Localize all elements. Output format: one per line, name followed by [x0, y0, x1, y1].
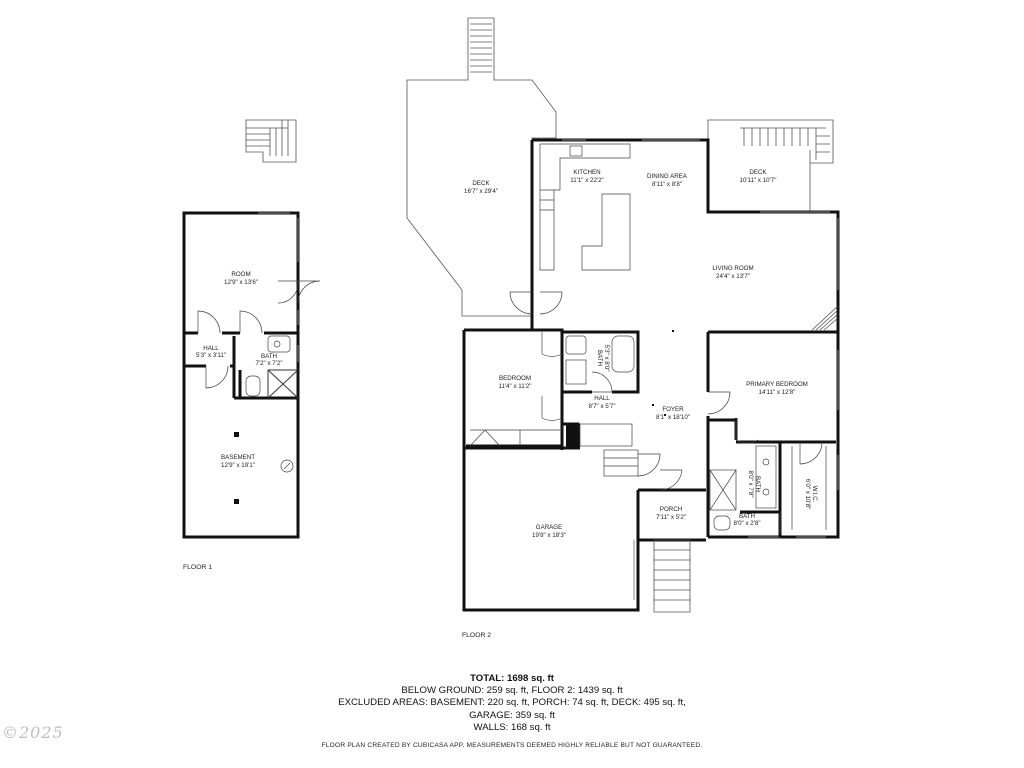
room-label-room: ROOM [231, 271, 250, 278]
room-dims-deck-small: 10'11" x 10'7" [740, 177, 777, 184]
room-label-foyer: FOYER [662, 406, 684, 413]
floor-1-label: FLOOR 1 [183, 564, 212, 571]
room-label-dining: DINING AREA [647, 173, 688, 180]
room-label-porch: PORCH [660, 506, 682, 513]
summary-line-1: BELOW GROUND: 259 sq. ft, FLOOR 2: 1439 … [401, 685, 623, 697]
floor-2-plan: DECK 16'7" x 29'4" KITCHEN 11'1" x 22'2"… [406, 17, 840, 639]
room-label-wic: W.I.C. [811, 486, 818, 503]
room-dims-hall-f2: 8'7" x 5'7" [588, 403, 615, 410]
room-label-bath-f1: BATH [261, 353, 277, 360]
deck-large [406, 17, 557, 317]
room-dims-room: 12'9" x 13'6" [224, 279, 258, 286]
floor-2-label: FLOOR 2 [462, 632, 491, 639]
room-label-hall-f2: HALL [594, 395, 610, 402]
room-label-bath-hall: BATH [596, 350, 603, 366]
summary-line-4: WALLS: 168 sq. ft [473, 721, 551, 733]
room-dims-deck-large: 16'7" x 29'4" [464, 188, 498, 195]
summary-line-3: GARAGE: 359 sq. ft [469, 709, 555, 721]
summary-total: TOTAL: 1698 sq. ft [470, 673, 554, 684]
room-label-garage: GARAGE [536, 524, 562, 531]
room-dims-living: 24'4" x 13'7" [716, 273, 750, 280]
room-label-primary-bedroom: PRIMARY BEDROOM [746, 381, 808, 388]
porch-stair [653, 539, 691, 613]
room-dims-hall-f1: 5'3" x 3'11" [196, 352, 226, 359]
room-dims-bath-f1: 7'2" x 7'2" [255, 360, 282, 367]
room-dims-porch: 7'11" x 5'2" [656, 514, 686, 521]
disclaimer-text: FLOOR PLAN CREATED BY CUBICASA APP. MEAS… [321, 742, 703, 749]
room-dims-basement: 12'9" x 19'1" [221, 462, 255, 469]
room-dims-wic: 6'0" x 10'8" [804, 479, 811, 510]
room-label-bath-small: BATH [739, 513, 755, 520]
room-dims-foyer: 8'1" x 18'10" [656, 414, 690, 421]
room-dims-garage: 19'8" x 18'3" [532, 532, 566, 539]
room-dims-dining: 8'11" x 8'8" [652, 181, 682, 188]
room-dims-kitchen: 11'1" x 22'2" [570, 177, 603, 184]
summary-line-2: EXCLUDED AREAS: BASEMENT: 220 sq. ft, PO… [338, 697, 686, 709]
room-label-hall-f1: HALL [203, 345, 219, 352]
deck-small [707, 119, 834, 213]
room-label-bath-primary: BATH [754, 476, 761, 492]
room-dims-bath-small: 8'0" x 2'8" [733, 520, 760, 527]
room-label-kitchen: KITCHEN [573, 169, 600, 176]
room-label-living: LIVING ROOM [712, 265, 753, 272]
room-dims-bedroom: 11'4" x 11'2" [498, 383, 531, 390]
floor-1-stair [245, 119, 297, 163]
room-dims-bath-hall: 5'3" x 8'0" [603, 344, 610, 371]
room-label-basement: BASEMENT [221, 454, 255, 461]
floor-1-plan: ROOM 12'9" x 13'6" HALL 5'3" x 3'11" BAT… [182, 119, 321, 571]
room-dims-bath-primary: 8'0" x 7'8" [747, 470, 754, 497]
room-label-bedroom: BEDROOM [499, 375, 531, 382]
room-dims-primary-bedroom: 14'11" x 12'8" [759, 389, 796, 396]
room-label-deck-large: DECK [472, 180, 490, 187]
copyright-watermark: ©2025 [2, 723, 64, 742]
room-label-deck-small: DECK [749, 169, 767, 176]
area-summary: TOTAL: 1698 sq. ft BELOW GROUND: 259 sq.… [262, 673, 762, 734]
